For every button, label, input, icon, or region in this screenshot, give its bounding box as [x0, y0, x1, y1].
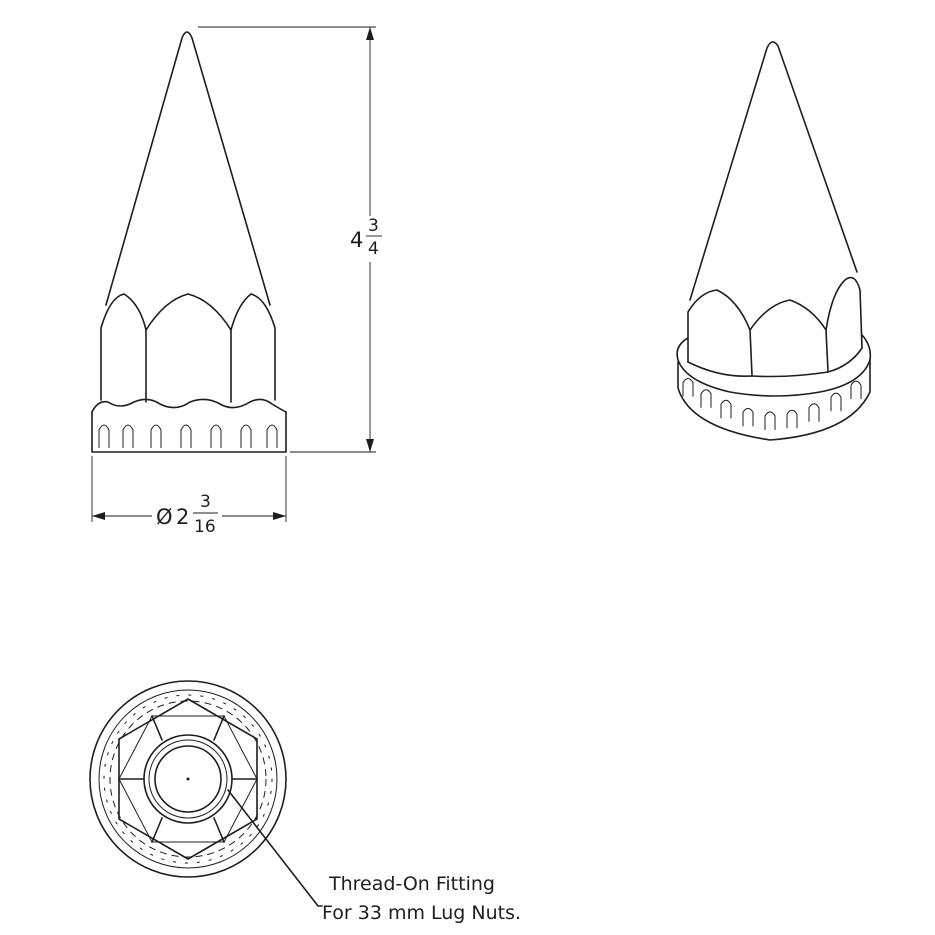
iso-ridge — [742, 407, 754, 427]
iso-collar-top — [676, 334, 872, 397]
front-ridge — [266, 424, 278, 448]
diameter-symbol: Ø — [156, 505, 173, 529]
bottom-center-point — [186, 777, 190, 781]
iso-collar-bottom — [677, 359, 871, 441]
front-ridge — [240, 424, 252, 448]
iso-crown-base — [687, 347, 863, 378]
diameter-numerator: 3 — [200, 492, 211, 512]
bottom-thread-outer — [143, 734, 233, 824]
front-view — [91, 31, 287, 453]
front-spike-cone — [105, 31, 271, 306]
diameter-denominator: 16 — [194, 517, 216, 537]
callout-leader — [227, 789, 323, 907]
iso-ridge — [808, 403, 820, 422]
diameter-dimension: Ø 2 3 16 — [91, 456, 287, 537]
iso-collar-ridges — [682, 378, 862, 430]
front-ridge — [122, 424, 134, 448]
bottom-thread-ring — [148, 739, 228, 819]
front-collar-scallop — [91, 398, 287, 413]
iso-crown-facets — [749, 329, 829, 376]
front-ridge — [98, 424, 110, 448]
iso-ridge — [850, 380, 862, 400]
bottom-view — [89, 680, 287, 878]
height-numerator: 3 — [368, 216, 379, 236]
iso-ridge — [682, 378, 694, 397]
iso-spike-cone — [689, 41, 858, 301]
iso-ridge — [830, 392, 842, 412]
bottom-ridge-circle-outer — [103, 694, 273, 864]
bottom-outer-inner-circle — [98, 689, 278, 869]
front-ridge — [150, 424, 162, 448]
front-ridge — [210, 424, 222, 448]
front-ridge — [180, 424, 192, 448]
iso-ridge — [700, 389, 712, 408]
isometric-view — [676, 41, 872, 441]
height-dimension: 4 3 4 — [198, 26, 382, 453]
bottom-hex-spokes — [118, 715, 258, 843]
bottom-ridge-circle — [109, 700, 267, 858]
front-collar-ridges — [98, 424, 278, 448]
iso-ridge — [764, 411, 776, 430]
height-denominator: 4 — [368, 239, 379, 259]
iso-ridge — [720, 399, 732, 419]
iso-ridge — [786, 409, 798, 429]
height-whole: 4 — [350, 228, 363, 252]
callout-line1: Thread-On Fitting — [328, 873, 495, 895]
diameter-whole: 2 — [176, 505, 189, 529]
front-crown-facets — [145, 329, 232, 403]
bottom-hex — [118, 698, 258, 860]
iso-crown — [687, 276, 863, 363]
front-collar-band — [91, 411, 287, 453]
bottom-outer-circle — [89, 680, 287, 878]
bottom-thread-inner — [154, 745, 222, 813]
front-crown — [100, 293, 276, 401]
callout-line2: For 33 mm Lug Nuts. — [322, 902, 521, 924]
